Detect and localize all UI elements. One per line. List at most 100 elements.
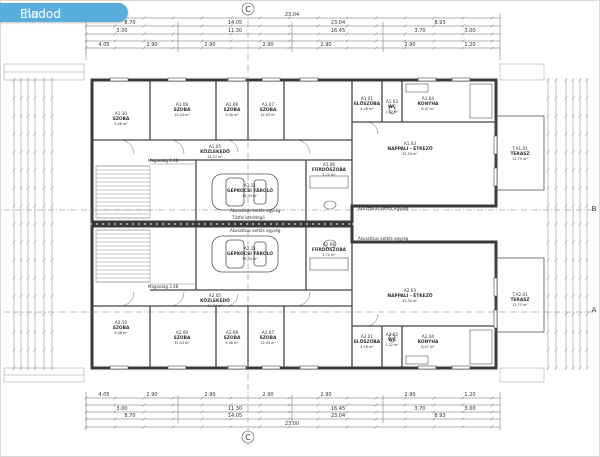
room-code: A2.04 (422, 334, 435, 339)
room-area: 1,32 m² (385, 110, 399, 114)
room-name: GÉPKOCSI TÁROLÓ (227, 249, 273, 257)
top-dim-j: 4.05 (98, 42, 109, 48)
section-mark-top: C (245, 5, 251, 14)
stair-hatching (96, 165, 150, 283)
bottom-dim-p: 8.93 (434, 413, 445, 419)
room-code: A2.11 (244, 246, 257, 251)
room-code: A1.09 (176, 102, 189, 107)
top-dim-e: 3.00 (116, 28, 127, 34)
grid-mark-a: A (592, 306, 597, 314)
lower-unit-partitions (92, 226, 496, 368)
room-area: 12,03 m² (260, 113, 276, 117)
room-name: FÜRDŐSZOBA (312, 246, 347, 253)
top-dim-l: 2.90 (204, 42, 215, 48)
grid-markers: C C B A (241, 2, 597, 444)
top-dim-h: 3.70 (414, 28, 425, 34)
section-mark-bottom: C (245, 433, 251, 442)
room-name: SZOBA (113, 116, 130, 122)
top-dim-m: 2.90 (262, 42, 273, 48)
room-name: KONYHA (418, 339, 439, 345)
room-name: KÖZLEKEDŐ (200, 148, 230, 155)
top-dim-n: 2.90 (320, 42, 331, 48)
bottom-dim-k: 3.70 (414, 406, 425, 412)
room-code: A2.03 (404, 288, 417, 293)
room-area: 5,72 m² (322, 253, 336, 257)
top-dimension-labels: 23.04 8.70 14.05 23.04 8.93 3.00 11.30 1… (98, 12, 475, 48)
note-fire-wall: Tűzfal kétrétegű (231, 215, 265, 220)
bottom-dim-g: 1.20 (464, 392, 475, 398)
door-swings (119, 121, 379, 327)
bottom-dim-h: 3.00 (116, 406, 127, 412)
bottom-dim-l: 3.00 (464, 406, 475, 412)
site-logo[interactable]: Eladod.hu (0, 3, 128, 22)
bottom-dim-o: 23.04 (331, 413, 345, 419)
bottom-dim-e: 2.90 (320, 392, 331, 398)
top-dim-d: 8.93 (434, 20, 445, 26)
room-area: 8,47 m² (421, 345, 435, 349)
room-area: 12,03 m² (174, 341, 190, 345)
car-upper (211, 173, 279, 211)
room-area: 12,75 m² (512, 157, 528, 161)
room-area: 32,54 m² (402, 152, 418, 156)
bottom-dim-i: 11.30 (228, 406, 242, 412)
room-name: SZOBA (260, 107, 277, 113)
room-area: 1,32 m² (385, 343, 399, 347)
bottom-dim-j: 16.45 (331, 406, 345, 412)
note-garage-b: Magasság 2.48 (148, 284, 179, 289)
room-area: 9,48 m² (114, 122, 128, 126)
room-area: 14,37 m² (207, 155, 223, 159)
room-code: A2.08 (226, 330, 239, 335)
room-code: A2.01 (361, 334, 374, 339)
top-dim-i: 3.00 (464, 28, 475, 34)
room-code: A1.03 (404, 141, 417, 146)
room-name: FÜRDŐSZOBA (312, 166, 347, 173)
windows (109, 77, 498, 370)
room-area: 19,93 m² (242, 194, 258, 198)
room-area: 12,03 m² (260, 341, 276, 345)
room-code: A1.10 (115, 111, 128, 116)
top-dim-c: 23.04 (331, 20, 345, 26)
bottom-total-dim: 23.00 (285, 421, 299, 427)
room-area: 14,37 m² (207, 304, 223, 308)
room-area: 5,72 m² (322, 173, 336, 177)
grid-mark-b: B (592, 205, 597, 213)
room-name: WC (388, 337, 396, 343)
car-lower (211, 235, 279, 273)
bottom-dimension-labels: 4.05 2.90 2.90 2.90 2.90 2.90 1.20 3.00 … (98, 392, 475, 427)
site-boundary (3, 63, 545, 383)
room-code: A1.11 (244, 183, 257, 188)
bottom-dim-a: 4.05 (98, 392, 109, 398)
top-dim-o: 2.90 (404, 42, 415, 48)
room-area: 9,48 m² (225, 341, 239, 345)
room-code: A1.01 (361, 96, 374, 101)
room-code: A2.07 (262, 330, 275, 335)
room-area: 4,26 m² (360, 345, 374, 349)
grid-axes (4, 10, 596, 446)
top-dim-g: 16.45 (331, 28, 345, 34)
top-dim-p: 1.20 (464, 42, 475, 48)
room-code: A1.05 (209, 144, 222, 149)
room-area: 9,48 m² (225, 113, 239, 117)
bottom-dim-c: 2.90 (204, 392, 215, 398)
room-name: KÖZLEKEDŐ (200, 297, 230, 304)
room-name: SZOBA (224, 335, 241, 341)
